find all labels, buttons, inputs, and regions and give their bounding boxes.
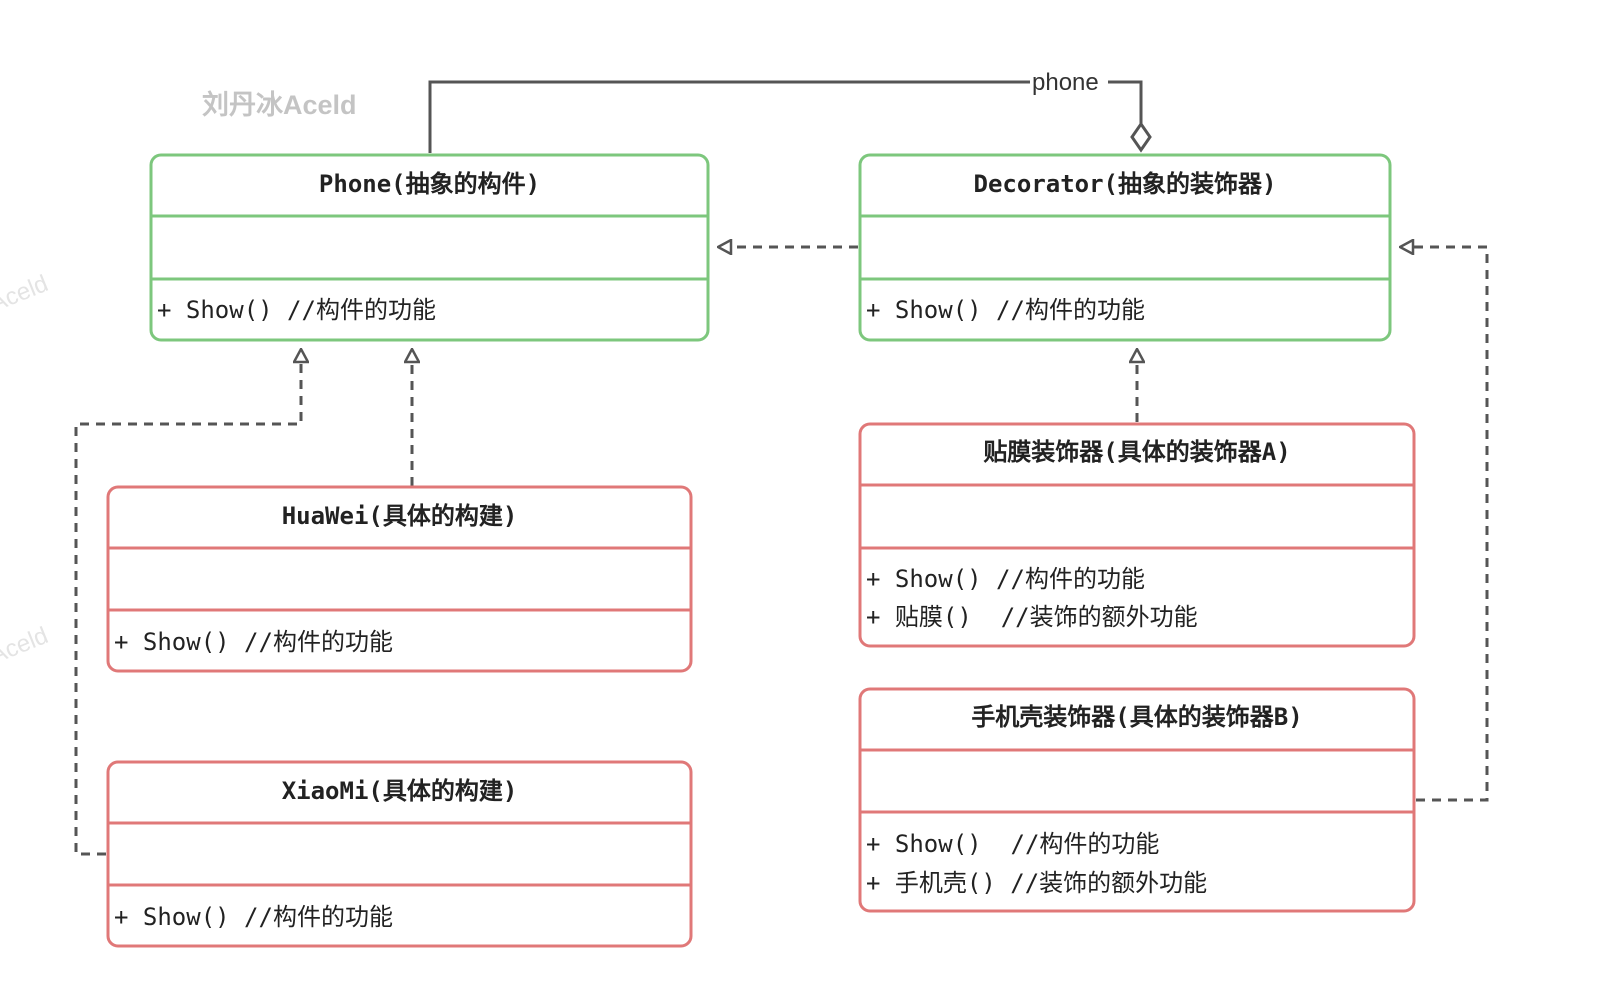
- class-box-film-decorator[interactable]: 贴膜装饰器(具体的装饰器A) + Show() //构件的功能 + 贴膜() /…: [858, 422, 1416, 648]
- class-box-decorator[interactable]: Decorator(抽象的装饰器) + Show() //构件的功能: [858, 153, 1392, 342]
- aggregation-diamond-icon: [1130, 121, 1152, 153]
- aggregation-label: phone: [1032, 69, 1099, 96]
- class-title-xiaomi: XiaoMi(具体的构建): [282, 777, 518, 805]
- method-decorator-show: + Show() //构件的功能: [866, 296, 1145, 324]
- class-box-xiaomi[interactable]: XiaoMi(具体的构建) + Show() //构件的功能: [106, 760, 693, 948]
- method-film-decorator-show: + Show() //构件的功能: [866, 565, 1145, 593]
- class-title-huawei: HuaWei(具体的构建): [282, 502, 518, 530]
- aggregation-edge-phone: phone: [428, 69, 1152, 153]
- method-phone-show: + Show() //构件的功能: [157, 296, 436, 324]
- watermark-side-1: Aceld: [0, 270, 52, 318]
- class-box-phone[interactable]: Phone(抽象的构件) + Show() //构件的功能: [149, 153, 710, 342]
- class-box-case-decorator[interactable]: 手机壳装饰器(具体的装饰器B) + Show() //构件的功能 + 手机壳()…: [858, 687, 1416, 913]
- watermark-main: 刘丹冰Aceld: [202, 90, 357, 120]
- watermark-side-2: Aceld: [0, 622, 52, 670]
- method-huawei-show: + Show() //构件的功能: [114, 628, 393, 656]
- method-case-decorator-case: + 手机壳() //装饰的额外功能: [866, 869, 1207, 897]
- class-title-case-decorator: 手机壳装饰器(具体的装饰器B): [971, 703, 1302, 731]
- inheritance-edge-case-decorator: [1413, 247, 1489, 802]
- class-title-decorator: Decorator(抽象的装饰器): [974, 170, 1277, 198]
- realization-edge-xiaomi-phone: [74, 362, 301, 856]
- method-case-decorator-show: + Show() //构件的功能: [866, 830, 1159, 858]
- class-title-film-decorator: 贴膜装饰器(具体的装饰器A): [983, 438, 1290, 466]
- method-film-decorator-film: + 贴膜() //装饰的额外功能: [866, 603, 1198, 631]
- method-xiaomi-show: + Show() //构件的功能: [114, 903, 393, 931]
- class-title-phone: Phone(抽象的构件): [319, 170, 540, 198]
- class-box-huawei[interactable]: HuaWei(具体的构建) + Show() //构件的功能: [106, 485, 693, 673]
